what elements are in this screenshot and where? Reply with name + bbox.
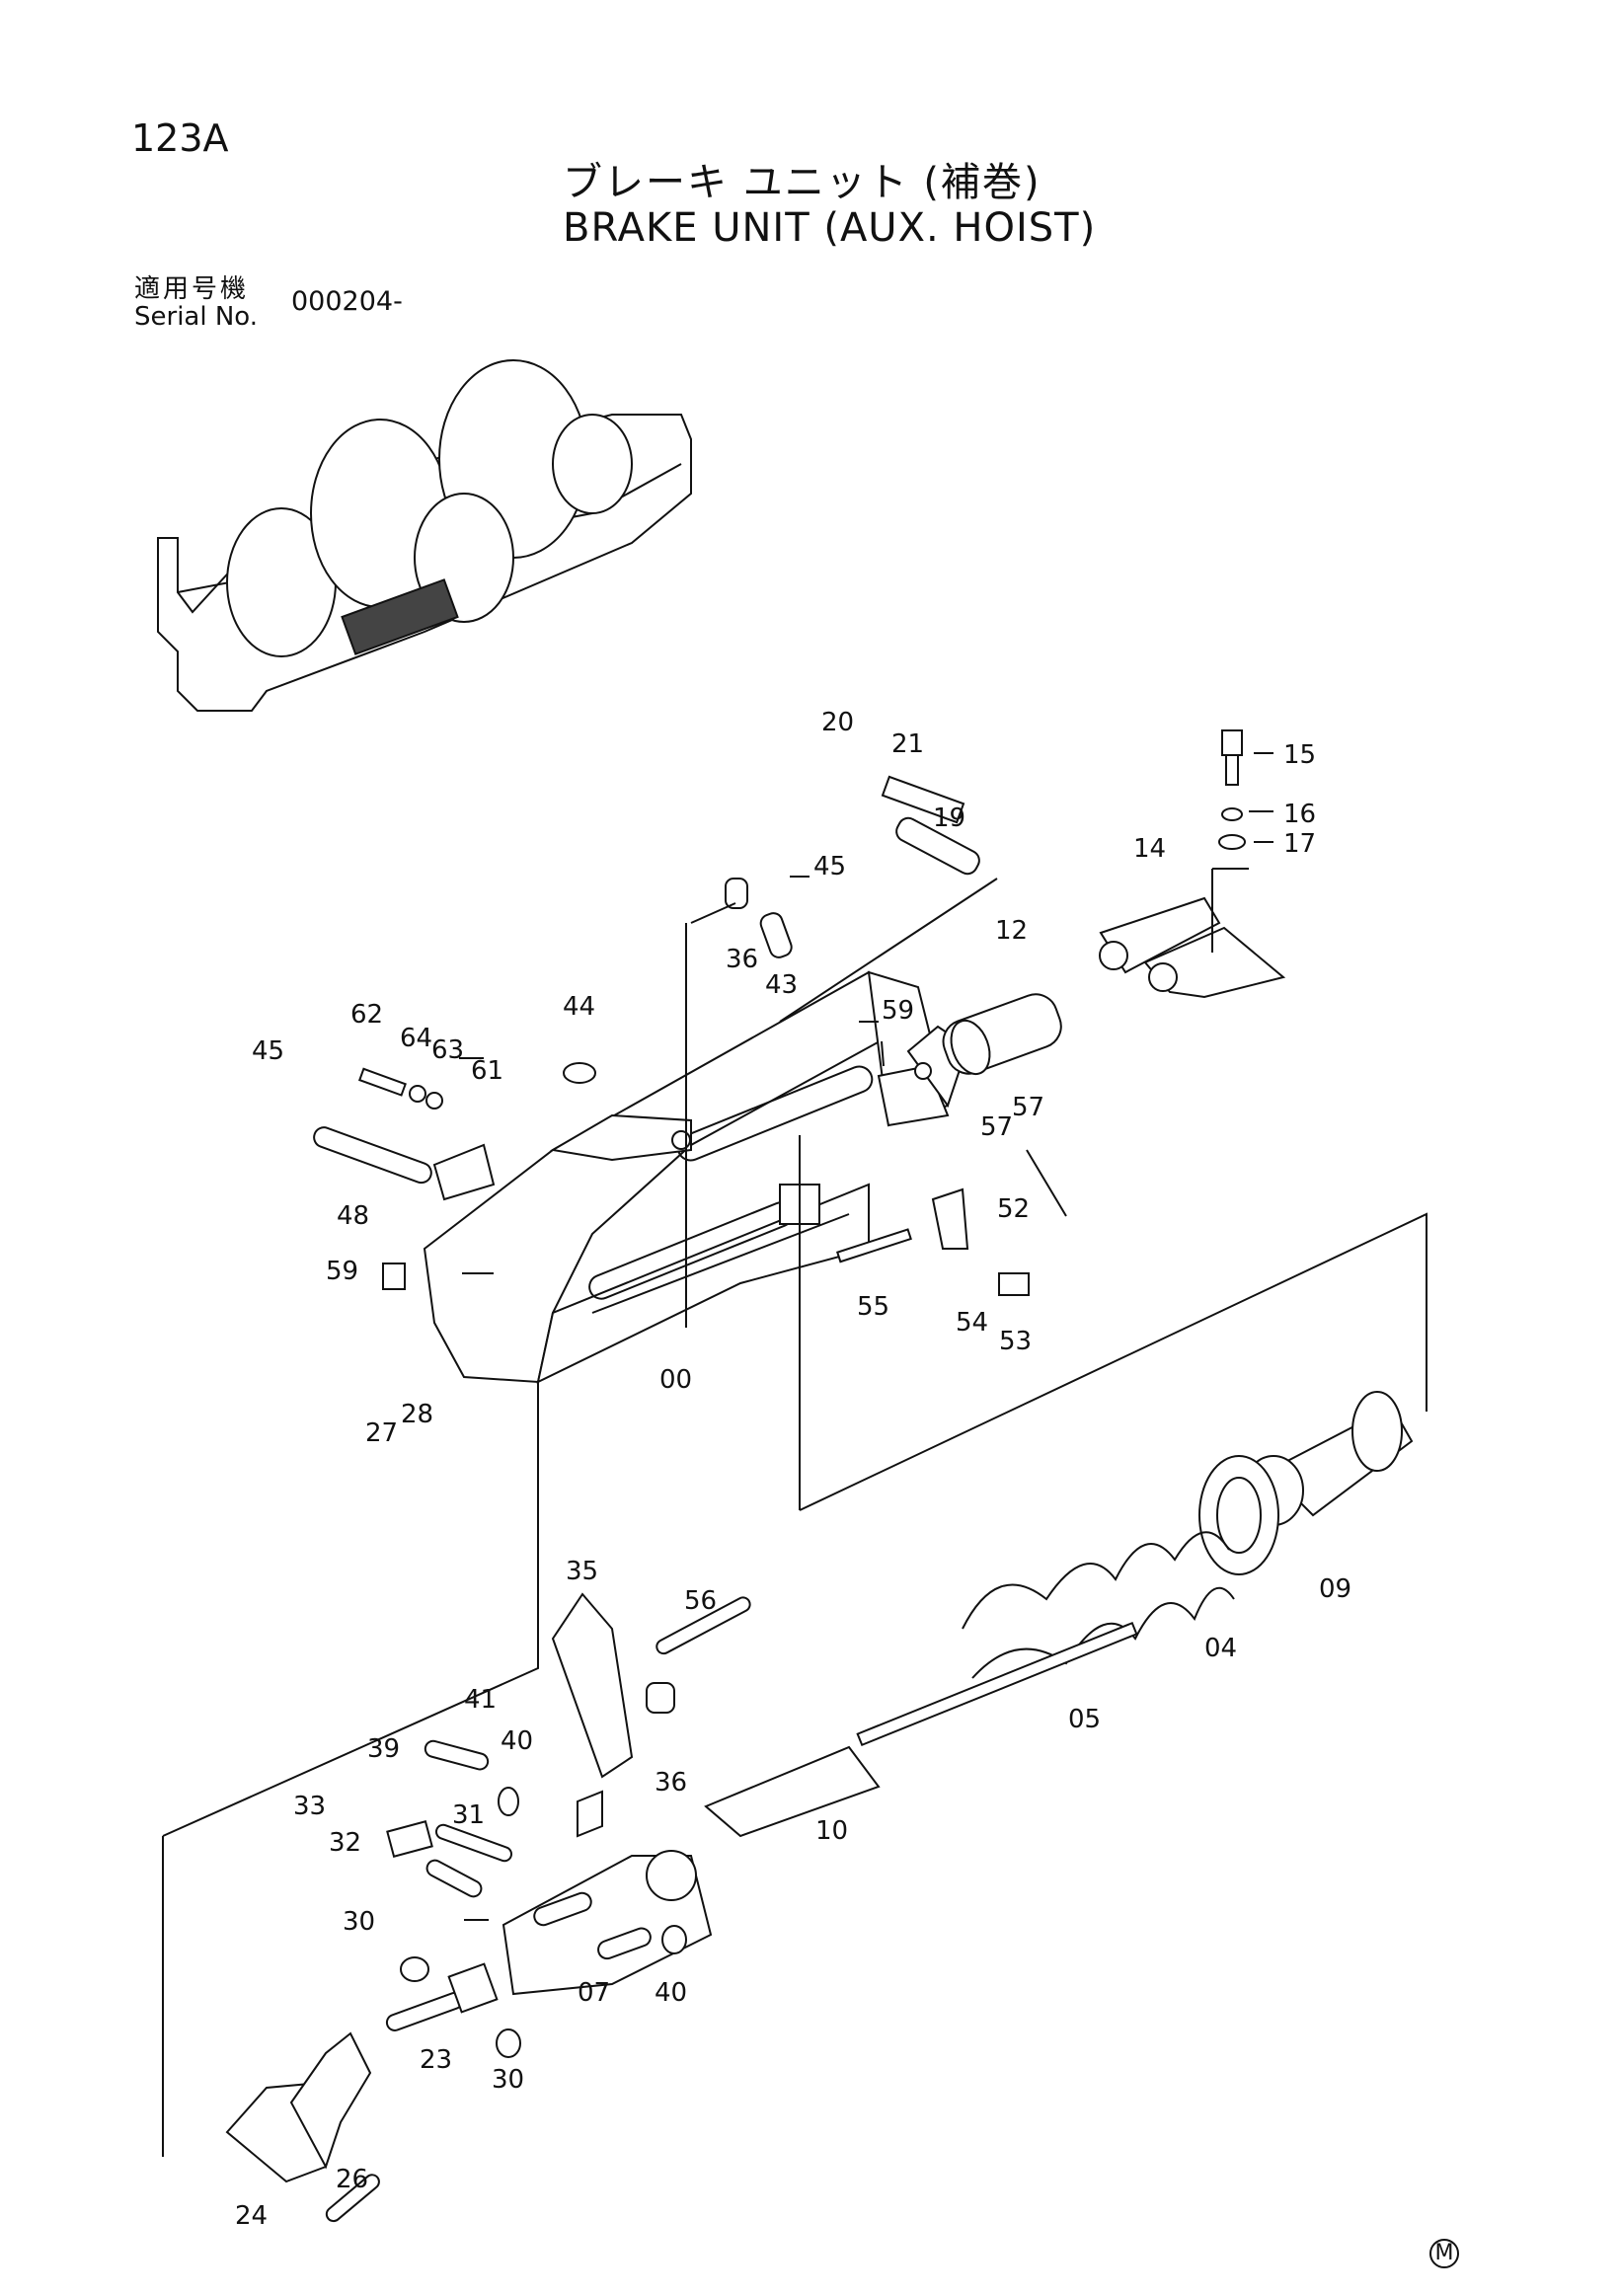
part-label: 43 (765, 970, 798, 1000)
part-label: 04 (1204, 1634, 1237, 1663)
part-label: 33 (293, 1792, 326, 1821)
part-label: 52 (997, 1194, 1030, 1224)
spring-assembly (551, 1391, 1414, 1838)
part-label: 17 (1283, 829, 1316, 859)
reference-lines (162, 868, 1427, 2157)
part-label: 26 (336, 2165, 368, 2194)
part-label: 62 (350, 1000, 383, 1030)
part-label: 00 (659, 1365, 692, 1395)
part-label: 12 (995, 916, 1028, 946)
part-label: 28 (401, 1400, 433, 1429)
serial-label-japanese: 適用号機 (134, 274, 250, 304)
part-label: 09 (1319, 1574, 1351, 1604)
part-label: 39 (367, 1734, 400, 1764)
part-label: 31 (452, 1800, 485, 1830)
part-label: 55 (857, 1292, 889, 1322)
part-label: 10 (815, 1816, 848, 1846)
part-label: 57 (980, 1112, 1013, 1142)
part-label: 63 (431, 1035, 464, 1065)
part-label: 21 (891, 729, 924, 759)
part-label: 24 (235, 2201, 268, 2231)
part-label: 19 (933, 804, 965, 833)
part-label: 32 (329, 1828, 361, 1858)
part-label: 36 (726, 945, 758, 974)
part-label: 64 (400, 1024, 432, 1053)
serial-number-value: 000204- (291, 286, 403, 317)
part-label: 59 (882, 996, 914, 1026)
part-label: 23 (420, 2045, 452, 2075)
page-code: 123A (131, 116, 229, 160)
part-labels: 20 21 15 19 16 45 17 14 36 43 12 44 59 6… (235, 708, 1351, 2231)
part-label: 07 (578, 1978, 610, 2008)
part-label: 27 (365, 1418, 398, 1448)
part-label: 54 (956, 1308, 988, 1338)
part-label: 48 (337, 1201, 369, 1231)
part-label: 57 (1012, 1093, 1044, 1122)
part-label: 14 (1133, 834, 1166, 864)
part-label: 45 (813, 852, 846, 881)
part-label: 59 (326, 1257, 358, 1286)
part-label: 41 (464, 1685, 497, 1715)
part-label: 40 (655, 1978, 687, 2008)
manufacturer-mark: M (1429, 2239, 1459, 2268)
part-label: 35 (566, 1557, 598, 1586)
lower-left-parts (225, 1739, 713, 2223)
part-label: 61 (471, 1056, 503, 1086)
title-japanese: ブレーキ ユニット (補巻) (563, 160, 1041, 205)
part-label: 30 (492, 2065, 524, 2095)
part-label: 36 (655, 1768, 687, 1798)
part-label: 44 (563, 992, 595, 1022)
serial-label-english: Serial No. (134, 302, 258, 332)
part-label: 30 (343, 1907, 375, 1937)
label-leaders (459, 752, 1273, 1921)
part-label: 16 (1283, 800, 1316, 829)
part-label: 40 (501, 1726, 533, 1756)
part-label: 15 (1283, 740, 1316, 770)
part-label: 53 (999, 1327, 1032, 1356)
title-english: BRAKE UNIT (AUX. HOIST) (563, 205, 1097, 251)
upper-right-parts (313, 729, 1286, 1296)
part-label: 05 (1068, 1705, 1101, 1734)
part-label: 56 (684, 1586, 717, 1616)
part-label: 20 (821, 708, 854, 737)
part-label: 45 (252, 1036, 284, 1066)
winch-location-thumbnail (157, 359, 692, 712)
